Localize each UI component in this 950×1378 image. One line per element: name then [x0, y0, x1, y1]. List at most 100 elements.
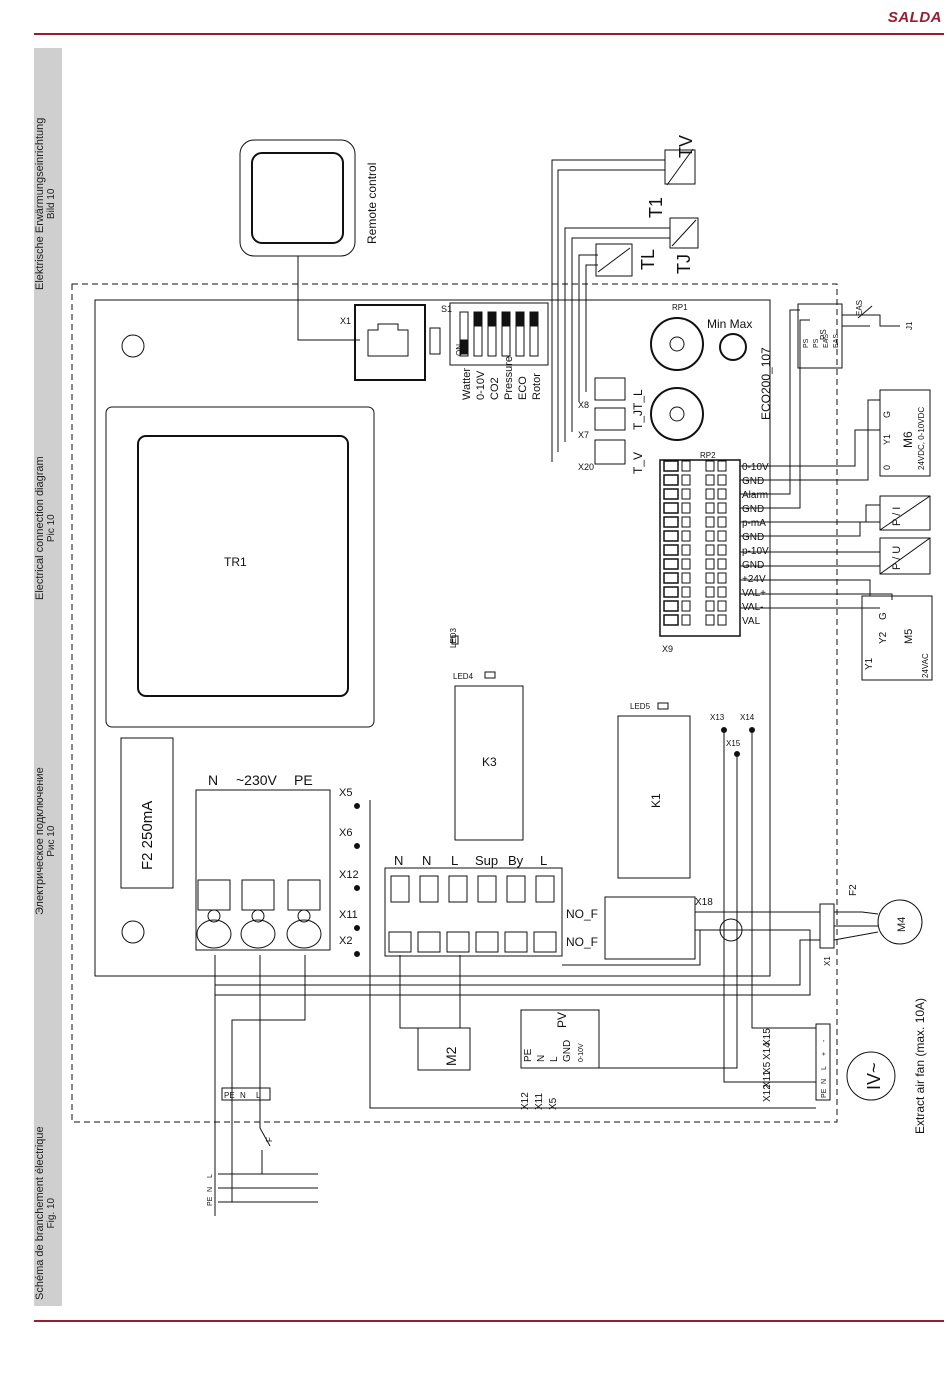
svg-text:X1: X1: [340, 316, 351, 326]
sensor-tl: [595, 243, 633, 277]
svg-text:IV~: IV~: [864, 1062, 884, 1090]
dip-label: CO2: [489, 377, 501, 400]
fan-caption: Extract air fan (max. 10A): [913, 998, 927, 1134]
fan-term-label: X14: [762, 1042, 773, 1060]
relay-term-label: L: [451, 853, 458, 868]
svg-text:RP2: RP2: [700, 451, 716, 460]
x9-clamp: [705, 600, 715, 612]
svg-text:NO_F: NO_F: [566, 935, 598, 949]
dip-label: Rotor: [531, 373, 543, 400]
relay-clamp: [535, 875, 555, 903]
svg-text:M4: M4: [896, 917, 908, 932]
supply-terminal-block: [195, 789, 331, 951]
controller-board: [94, 299, 771, 977]
relay-clamp: [448, 875, 468, 903]
ps-connector: [797, 303, 843, 369]
mains-term-label: N: [240, 1091, 246, 1100]
remote-control: [239, 139, 356, 257]
pv-term-label: L: [549, 1056, 560, 1062]
x9-clamp: [681, 558, 691, 570]
s1-dip-switch: [449, 302, 549, 366]
svg-text:LED4: LED4: [453, 672, 474, 681]
relay-term-label: N: [394, 853, 403, 868]
ps-term-label: EAS: [823, 334, 830, 348]
connector-label: X2: [339, 935, 352, 947]
x9-clamp: [717, 488, 727, 500]
m6-spec: 24VDC, 0-10VDC: [917, 407, 926, 470]
svg-text:J1: J1: [905, 321, 914, 330]
potentiometer-rp2: [650, 387, 704, 441]
x9-screw: [663, 600, 679, 612]
svg-text:K1: K1: [649, 793, 663, 808]
x18-connector: [604, 896, 696, 960]
bottom-rule: [34, 1320, 944, 1322]
x9-screw: [663, 502, 679, 514]
m5-term: Y2: [878, 631, 889, 644]
mains-term-label: L: [256, 1091, 261, 1100]
fuse-box: [120, 737, 174, 889]
top-rule: [34, 33, 944, 35]
extract-fan: [846, 1051, 896, 1101]
svg-text:X8: X8: [578, 400, 589, 410]
mains-term-label: PE: [224, 1091, 235, 1100]
svg-text:K3: K3: [482, 755, 497, 769]
x1-connector: [354, 304, 426, 381]
svg-text:F: F: [265, 1137, 274, 1142]
caption-strip: [34, 48, 62, 1306]
x9-clamp: [717, 572, 727, 584]
pv-connector-label: X11: [534, 1093, 545, 1110]
m5-label: M5: [903, 629, 915, 644]
x9-clamp: [681, 544, 691, 556]
x9-clamp: [705, 614, 715, 626]
connector-label: X5: [339, 787, 352, 799]
connector-dot: [354, 951, 360, 957]
x9-clamp: [717, 516, 727, 528]
remote-label: Remote control: [365, 163, 379, 244]
actuator-m5: [861, 595, 933, 681]
x9-clamp: [705, 572, 715, 584]
relay-k1: [617, 715, 691, 879]
dip-lever: [473, 311, 483, 327]
pv-term-label: PE: [523, 1048, 534, 1062]
relay-term-label: By: [508, 853, 524, 868]
fan-term-label: X12: [762, 1084, 773, 1102]
pv-module: [520, 1009, 600, 1069]
board-model: ECO200_107: [759, 347, 773, 420]
svg-text:TV: TV: [676, 135, 696, 158]
x7-connector: [594, 407, 626, 431]
m6-term: G: [882, 411, 892, 418]
supply-clamp: [287, 879, 321, 911]
dip-lever: [487, 311, 497, 327]
relay-screw: [388, 931, 412, 953]
supply-screw: [297, 909, 311, 923]
supply-screw: [251, 909, 265, 923]
supply-screw: [207, 909, 221, 923]
ps-term-label: PS: [813, 338, 820, 348]
ps-label: PS: [819, 329, 828, 340]
relay-screw: [504, 931, 528, 953]
pv-term-label: N: [536, 1055, 547, 1062]
relay-clamp: [477, 875, 497, 903]
x9-screw: [663, 586, 679, 598]
relay-k3: [454, 685, 524, 841]
svg-text:F2: F2: [848, 884, 859, 896]
supply-clamp: [197, 879, 231, 911]
relay-screw: [533, 931, 557, 953]
svg-text:LED5: LED5: [630, 702, 651, 711]
svg-text:X13: X13: [710, 713, 725, 722]
ps-term-label: PS: [803, 338, 810, 348]
x9-screw: [663, 544, 679, 556]
potentiometer-rp1: [650, 317, 704, 371]
svg-text:M2: M2: [443, 1046, 459, 1066]
relay-terminal-block: [384, 867, 563, 957]
m5-spec: 24VAC: [921, 653, 930, 678]
fan-pol-label: L: [821, 1066, 828, 1070]
transformer-label: TR1: [224, 555, 247, 569]
x9-clamp: [681, 502, 691, 514]
supply-screw: [196, 919, 232, 949]
relay-clamp: [419, 875, 439, 903]
fan-terminal-block: [815, 1023, 831, 1101]
svg-text:X14: X14: [740, 713, 755, 722]
dip-lever: [501, 311, 511, 327]
x9-term-label: p-mA: [742, 518, 766, 529]
